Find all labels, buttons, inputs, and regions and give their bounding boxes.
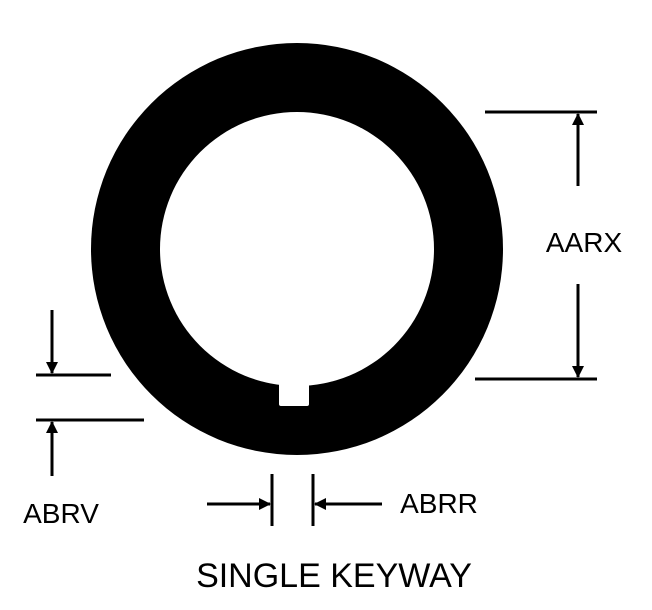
ring-bore <box>160 112 434 386</box>
abrr-dimension <box>207 474 382 526</box>
abrv-dimension <box>36 310 144 476</box>
keyway-notch <box>279 370 309 406</box>
abrr-label: ABRR <box>400 488 478 519</box>
aarx-dimension <box>475 110 597 381</box>
aarx-label: AARX <box>546 227 623 258</box>
ring-part <box>91 43 503 455</box>
abrv-label: ABRV <box>23 498 99 529</box>
diagram-caption: SINGLE KEYWAY <box>196 557 472 595</box>
